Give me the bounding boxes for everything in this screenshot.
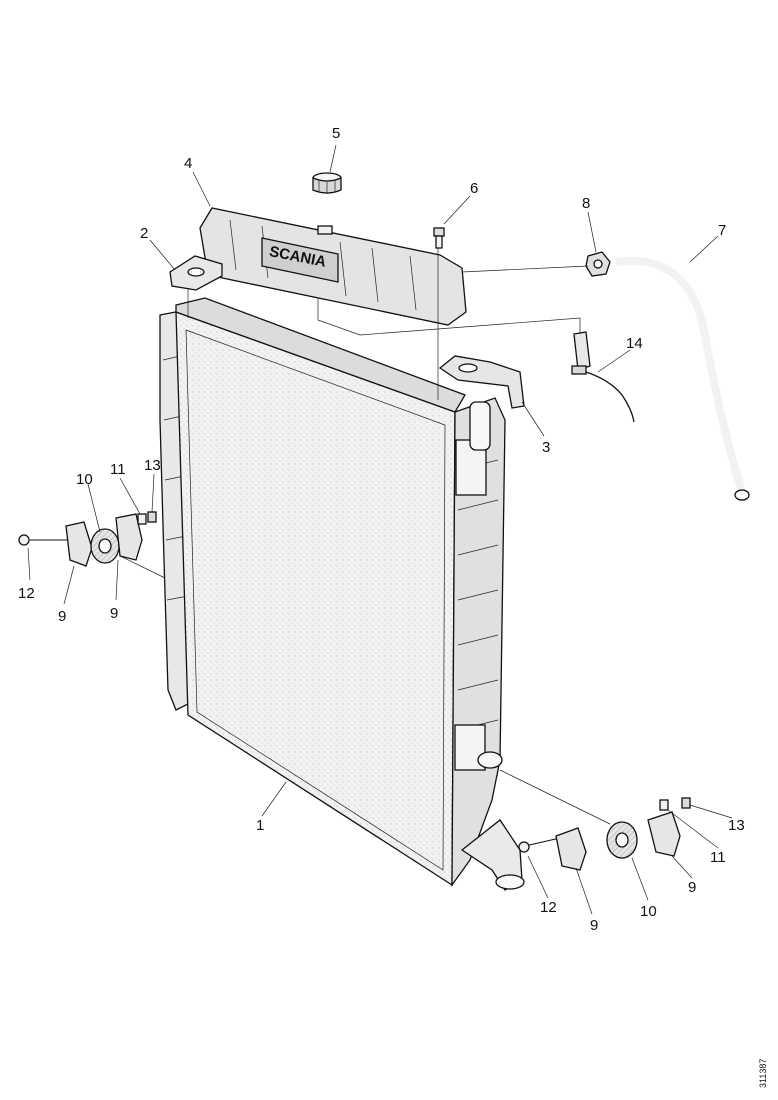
callout-9-left-b: 9 [110,605,118,622]
callout-9-right-b: 9 [590,917,598,934]
leader-lines [27,144,733,915]
right-bracket [438,355,525,409]
callout-1: 1 [256,817,264,834]
callout-labels: 1 2 3 4 5 6 7 8 9 9 9 9 10 10 11 11 12 1… [18,125,745,934]
callout-11-right: 11 [710,849,726,866]
radiator-core [159,297,525,891]
callout-4: 4 [184,155,192,172]
callout-13-left: 13 [144,457,161,474]
level-sensor [571,331,635,423]
callout-8: 8 [582,195,590,212]
left-bracket [169,255,223,291]
callout-12-left: 12 [18,585,35,602]
callout-13-right: 13 [728,817,745,834]
document-number: 311387 [758,1059,768,1088]
callout-3: 3 [542,439,550,456]
callout-5: 5 [332,125,340,142]
callout-14: 14 [626,335,643,352]
callout-10-right: 10 [640,903,657,920]
callout-12-right: 12 [540,899,557,916]
callout-9-left-a: 9 [58,608,66,625]
callout-11-left: 11 [110,461,126,478]
callout-10-left: 10 [76,471,93,488]
top-bolt [433,227,445,249]
callout-7: 7 [718,222,726,239]
callout-2: 2 [140,225,148,242]
callout-6: 6 [470,180,478,197]
hose-clamp [585,251,611,277]
filler-cap [312,172,342,194]
expansion-tank: SCANIA [199,207,467,326]
overflow-hose [615,256,750,501]
callout-9-right-a: 9 [688,879,696,896]
right-mount-group [499,769,691,871]
left-mount-group [18,511,166,579]
